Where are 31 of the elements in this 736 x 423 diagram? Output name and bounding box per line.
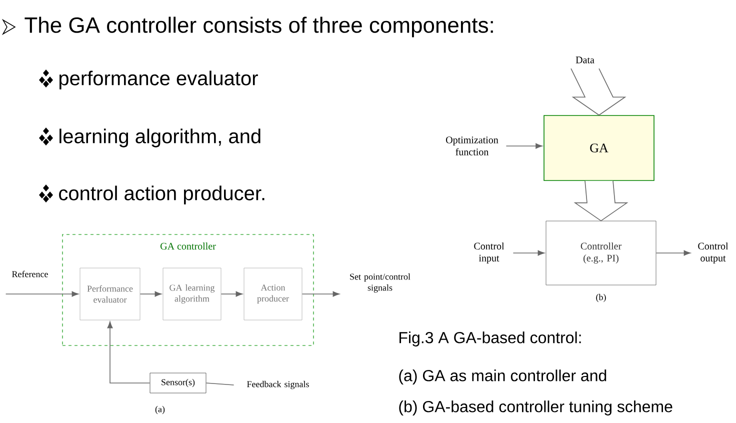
arrow: [5, 291, 79, 297]
controller-box: Controller (e.g., PI): [546, 220, 656, 286]
signal-label: Data: [576, 56, 594, 64]
panel-label: (a): [155, 406, 165, 414]
bullet-text: performance evaluator: [59, 70, 258, 90]
arrow: [302, 291, 340, 297]
caption-line: (b) GA-based controller tuning scheme: [399, 400, 672, 416]
arrow: [107, 321, 150, 384]
slide-title: The GA controller consists of three components:: [24, 16, 493, 38]
panel-label: (b): [596, 294, 606, 302]
signal-label: Feedback signals: [247, 380, 309, 390]
block-arrow: [574, 180, 628, 222]
sensor-box: Sensor(s): [150, 372, 206, 394]
signal-label: Control input: [474, 242, 504, 264]
block-box: GA learning algorithm: [162, 268, 222, 320]
signal-label: Control output: [698, 242, 728, 264]
caption-line: (a) GA as main controller and: [399, 370, 606, 384]
arrow: [512, 250, 545, 256]
arrow: [506, 143, 542, 149]
figure-caption: Fig.3 A GA-based control:: [400, 332, 581, 346]
arrow: [140, 291, 162, 297]
block-box: Action producer: [244, 268, 302, 320]
signal-label: Optimization function: [446, 136, 498, 156]
bullet-text: control action producer.: [59, 186, 264, 204]
arrow: [656, 250, 691, 256]
arrow: [220, 291, 243, 297]
bullet-text: learning algorithm, and: [60, 128, 260, 148]
signal-label: Reference: [12, 270, 48, 278]
ga-box: GA: [544, 115, 654, 181]
block-box: Performance evaluator: [80, 268, 140, 320]
signal-label: Set point/control signals: [350, 273, 410, 293]
